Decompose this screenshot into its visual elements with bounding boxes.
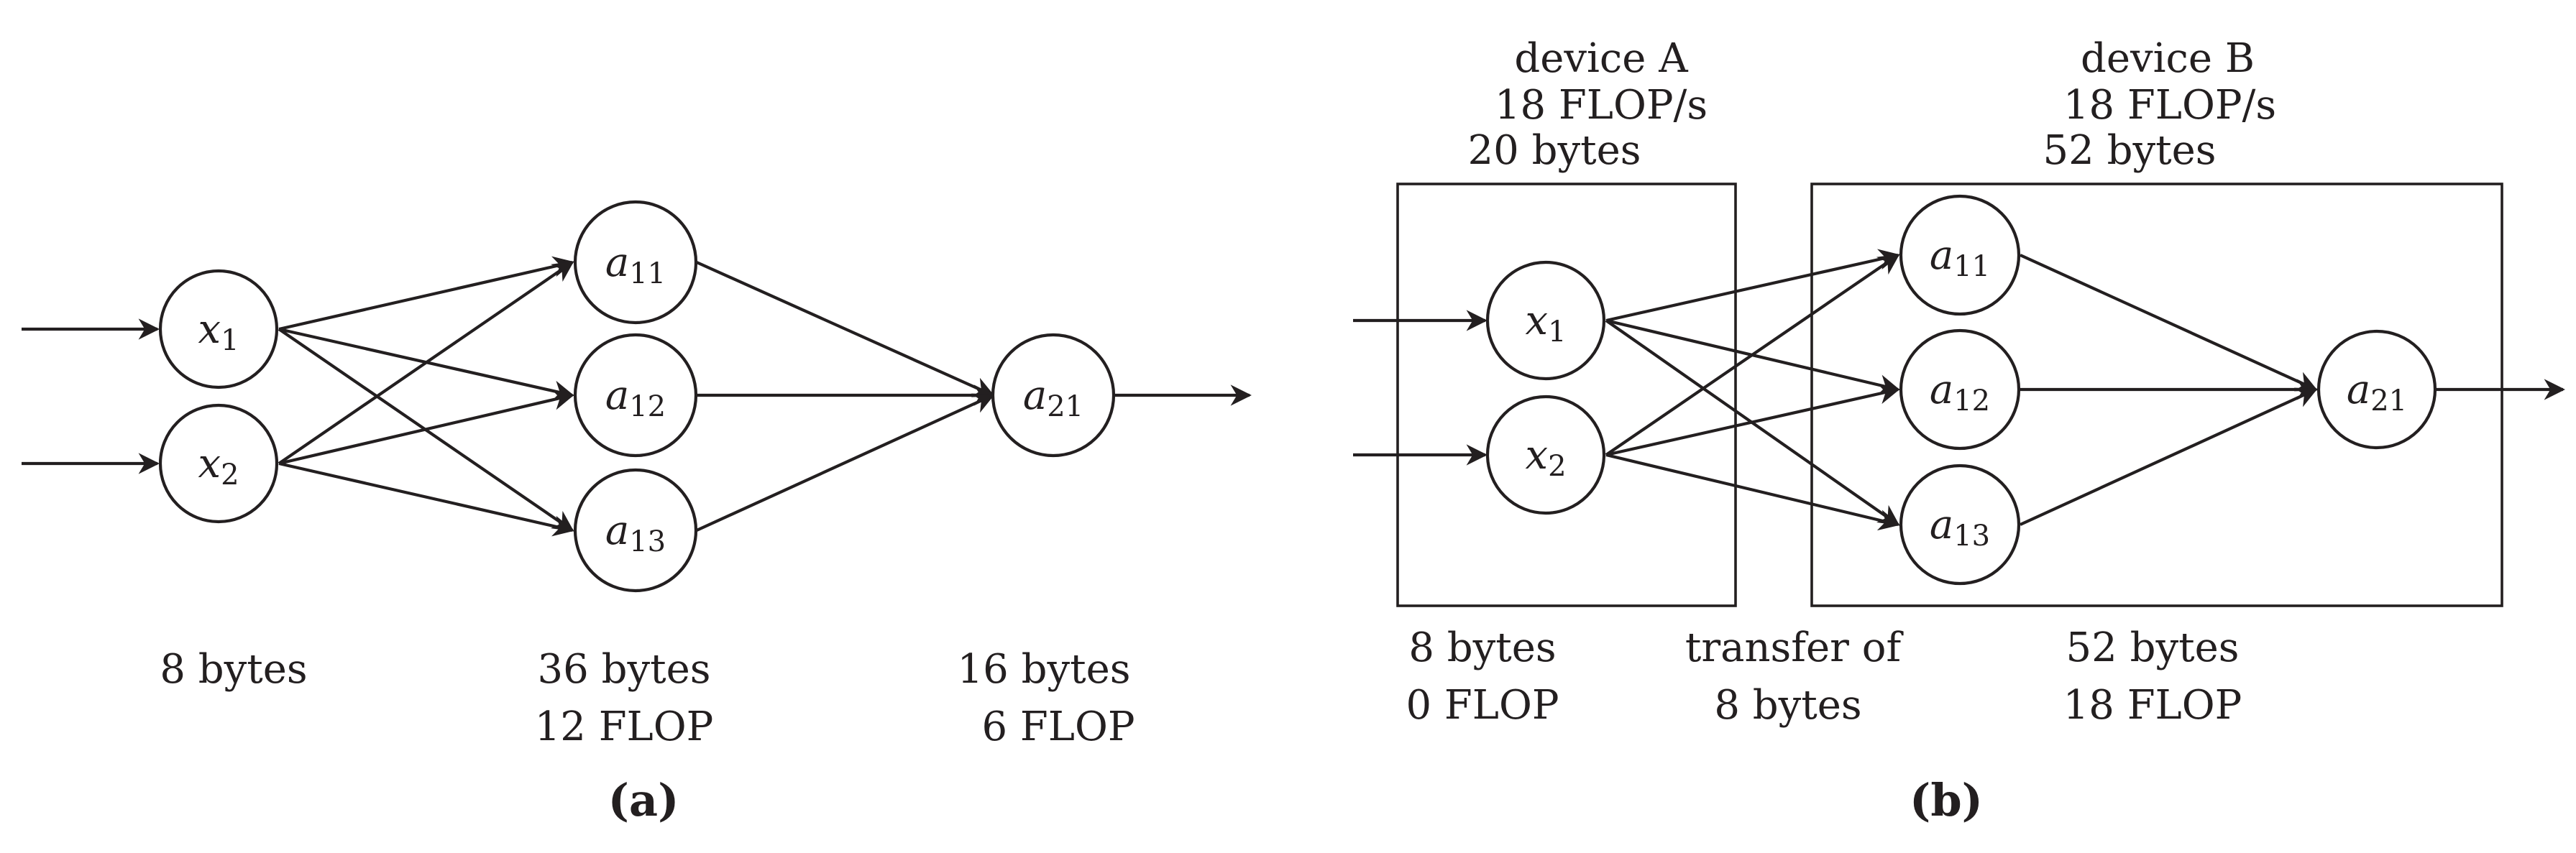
edge-x2-a12 [278, 389, 574, 466]
hidden-layer-flop: 12 FLOP [535, 704, 714, 750]
device-b-memory: 52 bytes [2043, 127, 2217, 174]
device-a-box [1396, 183, 1737, 607]
panel-b-annotations: 8 bytes 0 FLOP transfer of 8 bytes 52 by… [1406, 624, 2242, 729]
panel-b: device A 18 FLOP/s 20 bytes device B 18 … [1353, 35, 2565, 826]
edge-x2-a11 [1605, 254, 1900, 456]
svg-text:a21: a21 [2347, 366, 2407, 418]
output-layer-bytes: 16 bytes [958, 646, 1131, 693]
panel-a: x1 x2 a11 a12 a13 a21 [22, 200, 1252, 826]
node-x2: x2 [1485, 395, 1606, 515]
svg-text:a11: a11 [605, 239, 666, 291]
edge-x1-a11 [1605, 249, 1900, 323]
edge-x2-a13 [1605, 453, 1900, 531]
device-b-bytes-used: 52 bytes [2066, 624, 2240, 671]
node-a13: a13 [573, 468, 698, 593]
svg-text:x2: x2 [198, 441, 239, 492]
node-x1: x1 [1485, 260, 1606, 381]
device-b-header: device B 18 FLOP/s 52 bytes [2043, 35, 2277, 174]
svg-text:x2: x2 [1525, 432, 1566, 484]
svg-text:a13: a13 [1930, 502, 1990, 553]
panel-a-edges [22, 256, 1252, 537]
panel-b-nodes: x1 x2 a11 a12 a13 a21 [1485, 194, 2437, 586]
edge-x2-a13 [278, 461, 574, 537]
edge-x2-a11 [278, 261, 574, 465]
edge-a13-a21 [696, 393, 995, 532]
device-a-memory: 20 bytes [1468, 127, 1641, 174]
device-a-bytes-used: 8 bytes [1408, 624, 1556, 671]
panel-b-edges [1353, 249, 2565, 531]
svg-text:a11: a11 [1930, 232, 1990, 284]
node-a21: a21 [2316, 329, 2437, 450]
node-x2: x2 [158, 403, 279, 524]
node-a12: a12 [1899, 328, 2021, 451]
hidden-layer-bytes: 36 bytes [538, 646, 711, 693]
node-a11: a11 [1899, 194, 2021, 316]
node-x1: x1 [158, 269, 279, 389]
input-layer-bytes: 8 bytes [160, 646, 307, 693]
device-b-box [1810, 183, 2503, 607]
svg-text:a12: a12 [1930, 366, 1990, 418]
node-a21: a21 [991, 333, 1116, 458]
device-a-header: device A 18 FLOP/s 20 bytes [1468, 35, 1708, 174]
panel-b-caption: (b) [1910, 774, 1983, 826]
panel-a-annotations: 8 bytes 36 bytes 12 FLOP 16 bytes 6 FLOP [160, 646, 1135, 750]
device-a-name: device A [1514, 35, 1688, 82]
device-a-speed: 18 FLOP/s [1495, 82, 1708, 129]
svg-text:x1: x1 [198, 306, 239, 358]
node-a11: a11 [573, 200, 698, 325]
panel-a-nodes: x1 x2 a11 a12 a13 a21 [158, 200, 1116, 593]
node-a13: a13 [1899, 464, 2021, 586]
transfer-label-line1: transfer of [1685, 624, 1905, 671]
panel-a-caption: (a) [608, 774, 679, 826]
edge-x1-a11 [278, 256, 574, 331]
output-layer-flop: 6 FLOP [981, 704, 1135, 750]
svg-text:a13: a13 [605, 507, 666, 559]
edge-a11-a21 [2020, 254, 2318, 392]
device-b-name: device B [2081, 35, 2255, 82]
svg-text:a21: a21 [1023, 372, 1083, 424]
device-a-flop: 0 FLOP [1406, 682, 1559, 729]
edge-a11-a21 [696, 261, 995, 397]
node-a12: a12 [573, 333, 698, 458]
device-b-flop: 18 FLOP [2063, 682, 2242, 729]
svg-text:a12: a12 [605, 372, 666, 424]
edge-a13-a21 [2020, 387, 2318, 526]
edge-x2-a12 [1605, 383, 1900, 457]
device-b-speed: 18 FLOP/s [2063, 82, 2276, 129]
transfer-label-line2: 8 bytes [1714, 682, 1861, 729]
svg-text:x1: x1 [1525, 298, 1566, 349]
